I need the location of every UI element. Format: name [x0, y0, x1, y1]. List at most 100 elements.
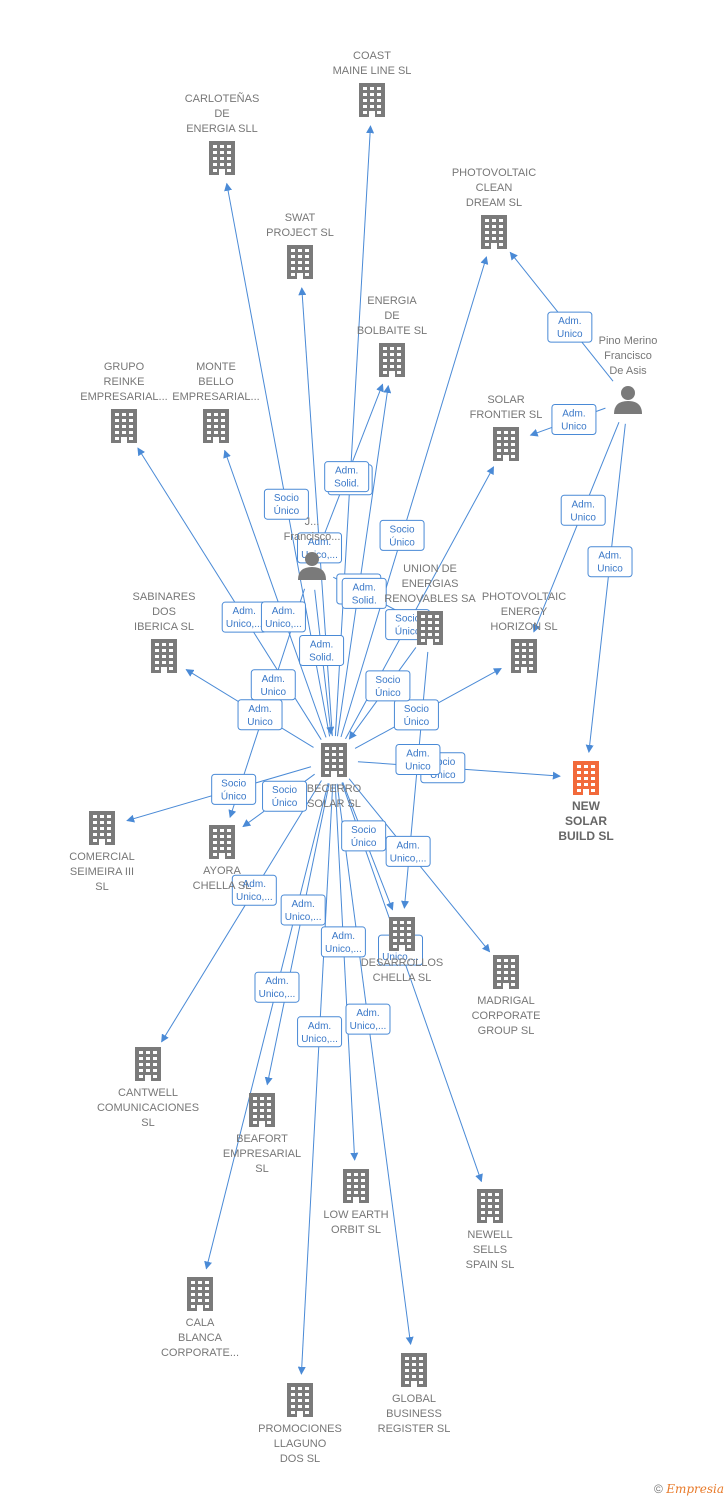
node-label: SWAT	[285, 212, 316, 224]
edge-label-becerro-to-low_earth[interactable]: Adm.Unico,...	[320, 926, 366, 958]
edge-label-union-to-desarrollos[interactable]: Adm.Unico	[395, 744, 441, 776]
edge-label-becerro-to-beafort[interactable]: Adm.Unico,...	[280, 894, 326, 926]
edge-label-becerro-to-sabinares[interactable]: Adm.Unico	[237, 699, 283, 731]
edge-label-becerro-to-madrigal[interactable]: Adm.Unico,...	[385, 835, 431, 867]
node-person_j[interactable]: J...Francisco...	[284, 516, 341, 580]
node-label: NEW	[572, 799, 601, 813]
building-icon[interactable]	[511, 639, 537, 673]
building-icon[interactable]	[151, 639, 177, 673]
edge-label-becerro-to-cantwell[interactable]: Adm.Unico,...	[231, 874, 277, 906]
node-label: CARLOTEÑAS	[185, 92, 260, 105]
node-cala_blanca[interactable]: CALABLANCACORPORATE...	[161, 1277, 239, 1359]
building-icon[interactable]	[343, 1169, 369, 1203]
person-icon[interactable]	[614, 386, 642, 414]
svg-text:Unico,...: Unico,...	[350, 1021, 387, 1032]
node-label: SOLAR	[487, 394, 524, 406]
building-icon[interactable]	[209, 825, 235, 859]
edge-label-becerro-to-promociones[interactable]: Adm.Unico,...	[297, 1016, 343, 1048]
building-icon[interactable]	[203, 409, 229, 443]
edge-label-person_j-to-ayora[interactable]: Adm.Unico	[250, 669, 296, 701]
node-label: SABINARES	[133, 591, 196, 603]
svg-text:Adm.: Adm.	[291, 899, 314, 910]
building-icon[interactable]	[493, 955, 519, 989]
node-label: SPAIN SL	[466, 1259, 515, 1271]
building-icon[interactable]	[321, 743, 347, 777]
svg-text:Adm.: Adm.	[598, 551, 621, 562]
building-icon[interactable]	[287, 245, 313, 279]
node-label: BLANCA	[178, 1332, 223, 1344]
edge-label-person_j-to-energia_bolbaite[interactable]: Adm.Solid.	[324, 461, 370, 493]
building-icon[interactable]	[209, 141, 235, 175]
node-label: IBERICA SL	[134, 621, 194, 633]
building-icon[interactable]	[287, 1383, 313, 1417]
building-icon[interactable]	[417, 611, 443, 645]
node-label: GROUP SL	[478, 1025, 535, 1037]
building-icon[interactable]	[249, 1093, 275, 1127]
brand-logo[interactable]: Empresia	[666, 1482, 724, 1496]
building-icon[interactable]	[573, 761, 599, 795]
building-icon[interactable]	[379, 343, 405, 377]
edge-label-pino-to-photo_clean[interactable]: Adm.Unico	[547, 311, 593, 343]
node-monte_bello[interactable]: MONTEBELLOEMPRESARIAL...	[172, 361, 260, 443]
edge-becerro-to-global	[336, 783, 414, 1346]
edge-label-pino-to-solar_frontier[interactable]: Adm.Unico	[551, 403, 597, 435]
building-icon[interactable]	[187, 1277, 213, 1311]
node-grupo_reinke[interactable]: GRUPOREINKEEMPRESARIAL...	[80, 361, 168, 443]
edge-label-becerro-to-global[interactable]: Adm.Unico,...	[345, 1003, 391, 1035]
edge-label-person_j-to-becerro[interactable]: Adm.Solid.	[299, 634, 345, 666]
edge-label-person_j-to-union[interactable]: Adm.Solid.	[341, 577, 387, 609]
svg-text:Adm.: Adm.	[272, 606, 295, 617]
edge-label-pino-to-photo_horizon[interactable]: Adm.Unico	[560, 494, 606, 526]
node-label: DE	[384, 310, 399, 322]
edge-label-becerro-to-monte_bello[interactable]: Adm.Unico,...	[260, 601, 306, 633]
edge-label-becerro-to-grupo_reinke[interactable]: Adm.Unico,...	[221, 601, 267, 633]
node-label: DREAM SL	[466, 197, 522, 209]
building-icon[interactable]	[89, 811, 115, 845]
building-icon[interactable]	[493, 427, 519, 461]
node-label: REGISTER SL	[378, 1423, 451, 1435]
edge-label-pino-to-new_solar[interactable]: Adm.Unico	[587, 546, 633, 578]
building-icon[interactable]	[135, 1047, 161, 1081]
building-icon[interactable]	[389, 917, 415, 951]
building-icon[interactable]	[401, 1353, 427, 1387]
node-label: DESARROLLOS	[361, 957, 444, 969]
building-icon[interactable]	[477, 1189, 503, 1223]
edge-label-becerro-to-cala_blanca[interactable]: Adm.Unico,...	[254, 971, 300, 1003]
building-icon[interactable]	[111, 409, 137, 443]
building-icon[interactable]	[481, 215, 507, 249]
node-label: MADRIGAL	[477, 995, 534, 1007]
building-icon[interactable]	[359, 83, 385, 117]
svg-text:Adm.: Adm.	[332, 931, 355, 942]
svg-text:Adm.: Adm.	[353, 582, 376, 593]
person-icon[interactable]	[298, 552, 326, 580]
